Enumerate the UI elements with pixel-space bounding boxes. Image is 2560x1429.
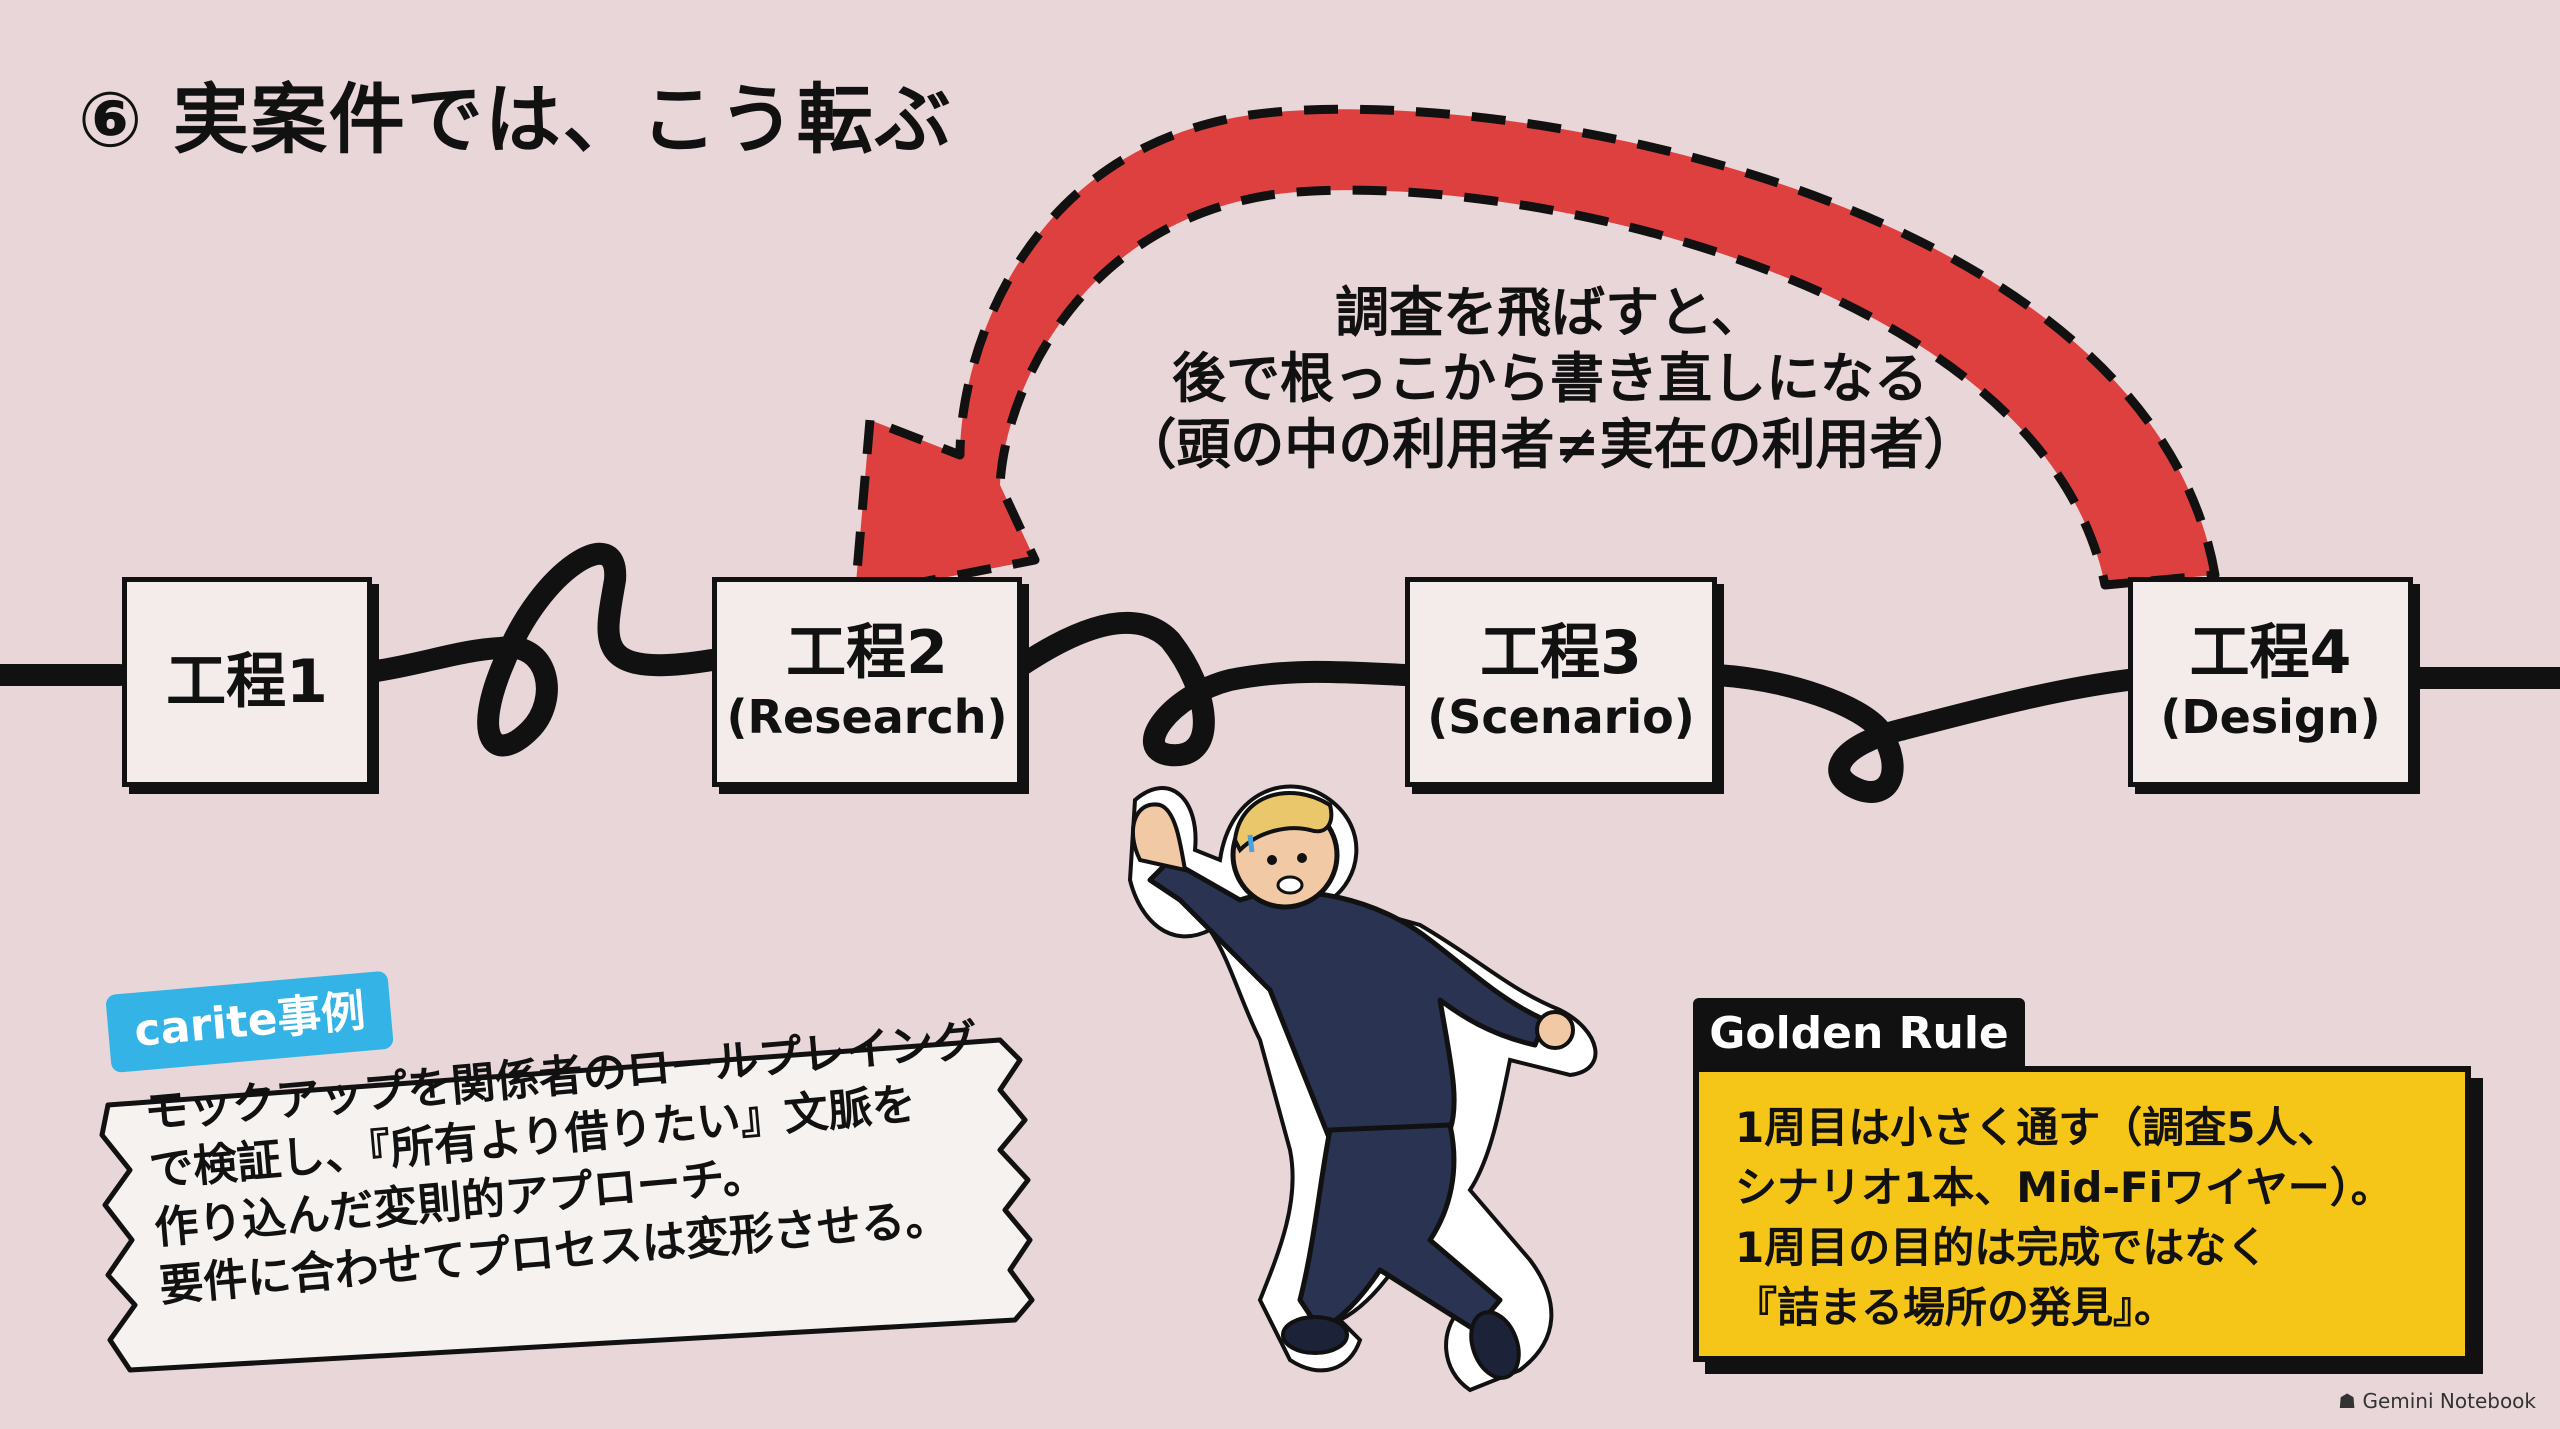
- process-flow-line: [0, 542, 2560, 803]
- step-name: 工程1: [166, 647, 328, 717]
- arc-annotation-line-3: （頭の中の利用者≠実在の利用者）: [1122, 413, 1978, 476]
- curved-return-arrow: [850, 104, 2220, 600]
- arc-annotation-line-1: 調査を飛ばすと、: [1335, 281, 1765, 344]
- watermark-text: Gemini Notebook: [2362, 1389, 2536, 1413]
- watermark: ☗ Gemini Notebook: [2338, 1389, 2536, 1413]
- golden-rule-line: 『詰まる場所の発見』。: [1735, 1283, 2177, 1332]
- golden-rule-tag: Golden Rule: [1693, 998, 2025, 1070]
- step-subtitle: (Research): [726, 690, 1008, 744]
- arc-annotation: 調査を飛ばすと、 後で根っこから書き直しになる （頭の中の利用者≠実在の利用者）: [980, 280, 2120, 478]
- golden-rule-line: シナリオ1本、Mid-Fiワイヤー）。: [1735, 1163, 2393, 1212]
- arc-annotation-line-2: 後で根っこから書き直しになる: [1172, 347, 1928, 410]
- page-title: ⑥ 実案件では、こう転ぶ: [78, 75, 953, 164]
- process-step-4: 工程4 (Design): [2128, 577, 2413, 787]
- process-step-1: 工程1: [122, 577, 372, 787]
- step-subtitle: (Design): [2160, 690, 2381, 744]
- arrow-body: [850, 104, 2220, 600]
- notebook-icon: ☗: [2338, 1389, 2363, 1413]
- golden-rule-line: 1周目は小さく通す（調査5人、: [1735, 1103, 2340, 1152]
- step-name: 工程4: [2189, 618, 2352, 688]
- case-card: [99, 1037, 1035, 1373]
- golden-rule-box: 1周目は小さく通す（調査5人、 シナリオ1本、Mid-Fiワイヤー）。 1周目の…: [1693, 1066, 2471, 1362]
- process-step-2: 工程2 (Research): [712, 577, 1022, 787]
- golden-rule-line: 1周目の目的は完成ではなく: [1735, 1223, 2269, 1272]
- step-subtitle: (Scenario): [1427, 690, 1695, 744]
- step-name: 工程2: [786, 618, 948, 688]
- stumbling-businessman-illustration: [1127, 784, 1598, 1393]
- step-name: 工程3: [1480, 618, 1642, 688]
- process-step-3: 工程3 (Scenario): [1405, 577, 1717, 787]
